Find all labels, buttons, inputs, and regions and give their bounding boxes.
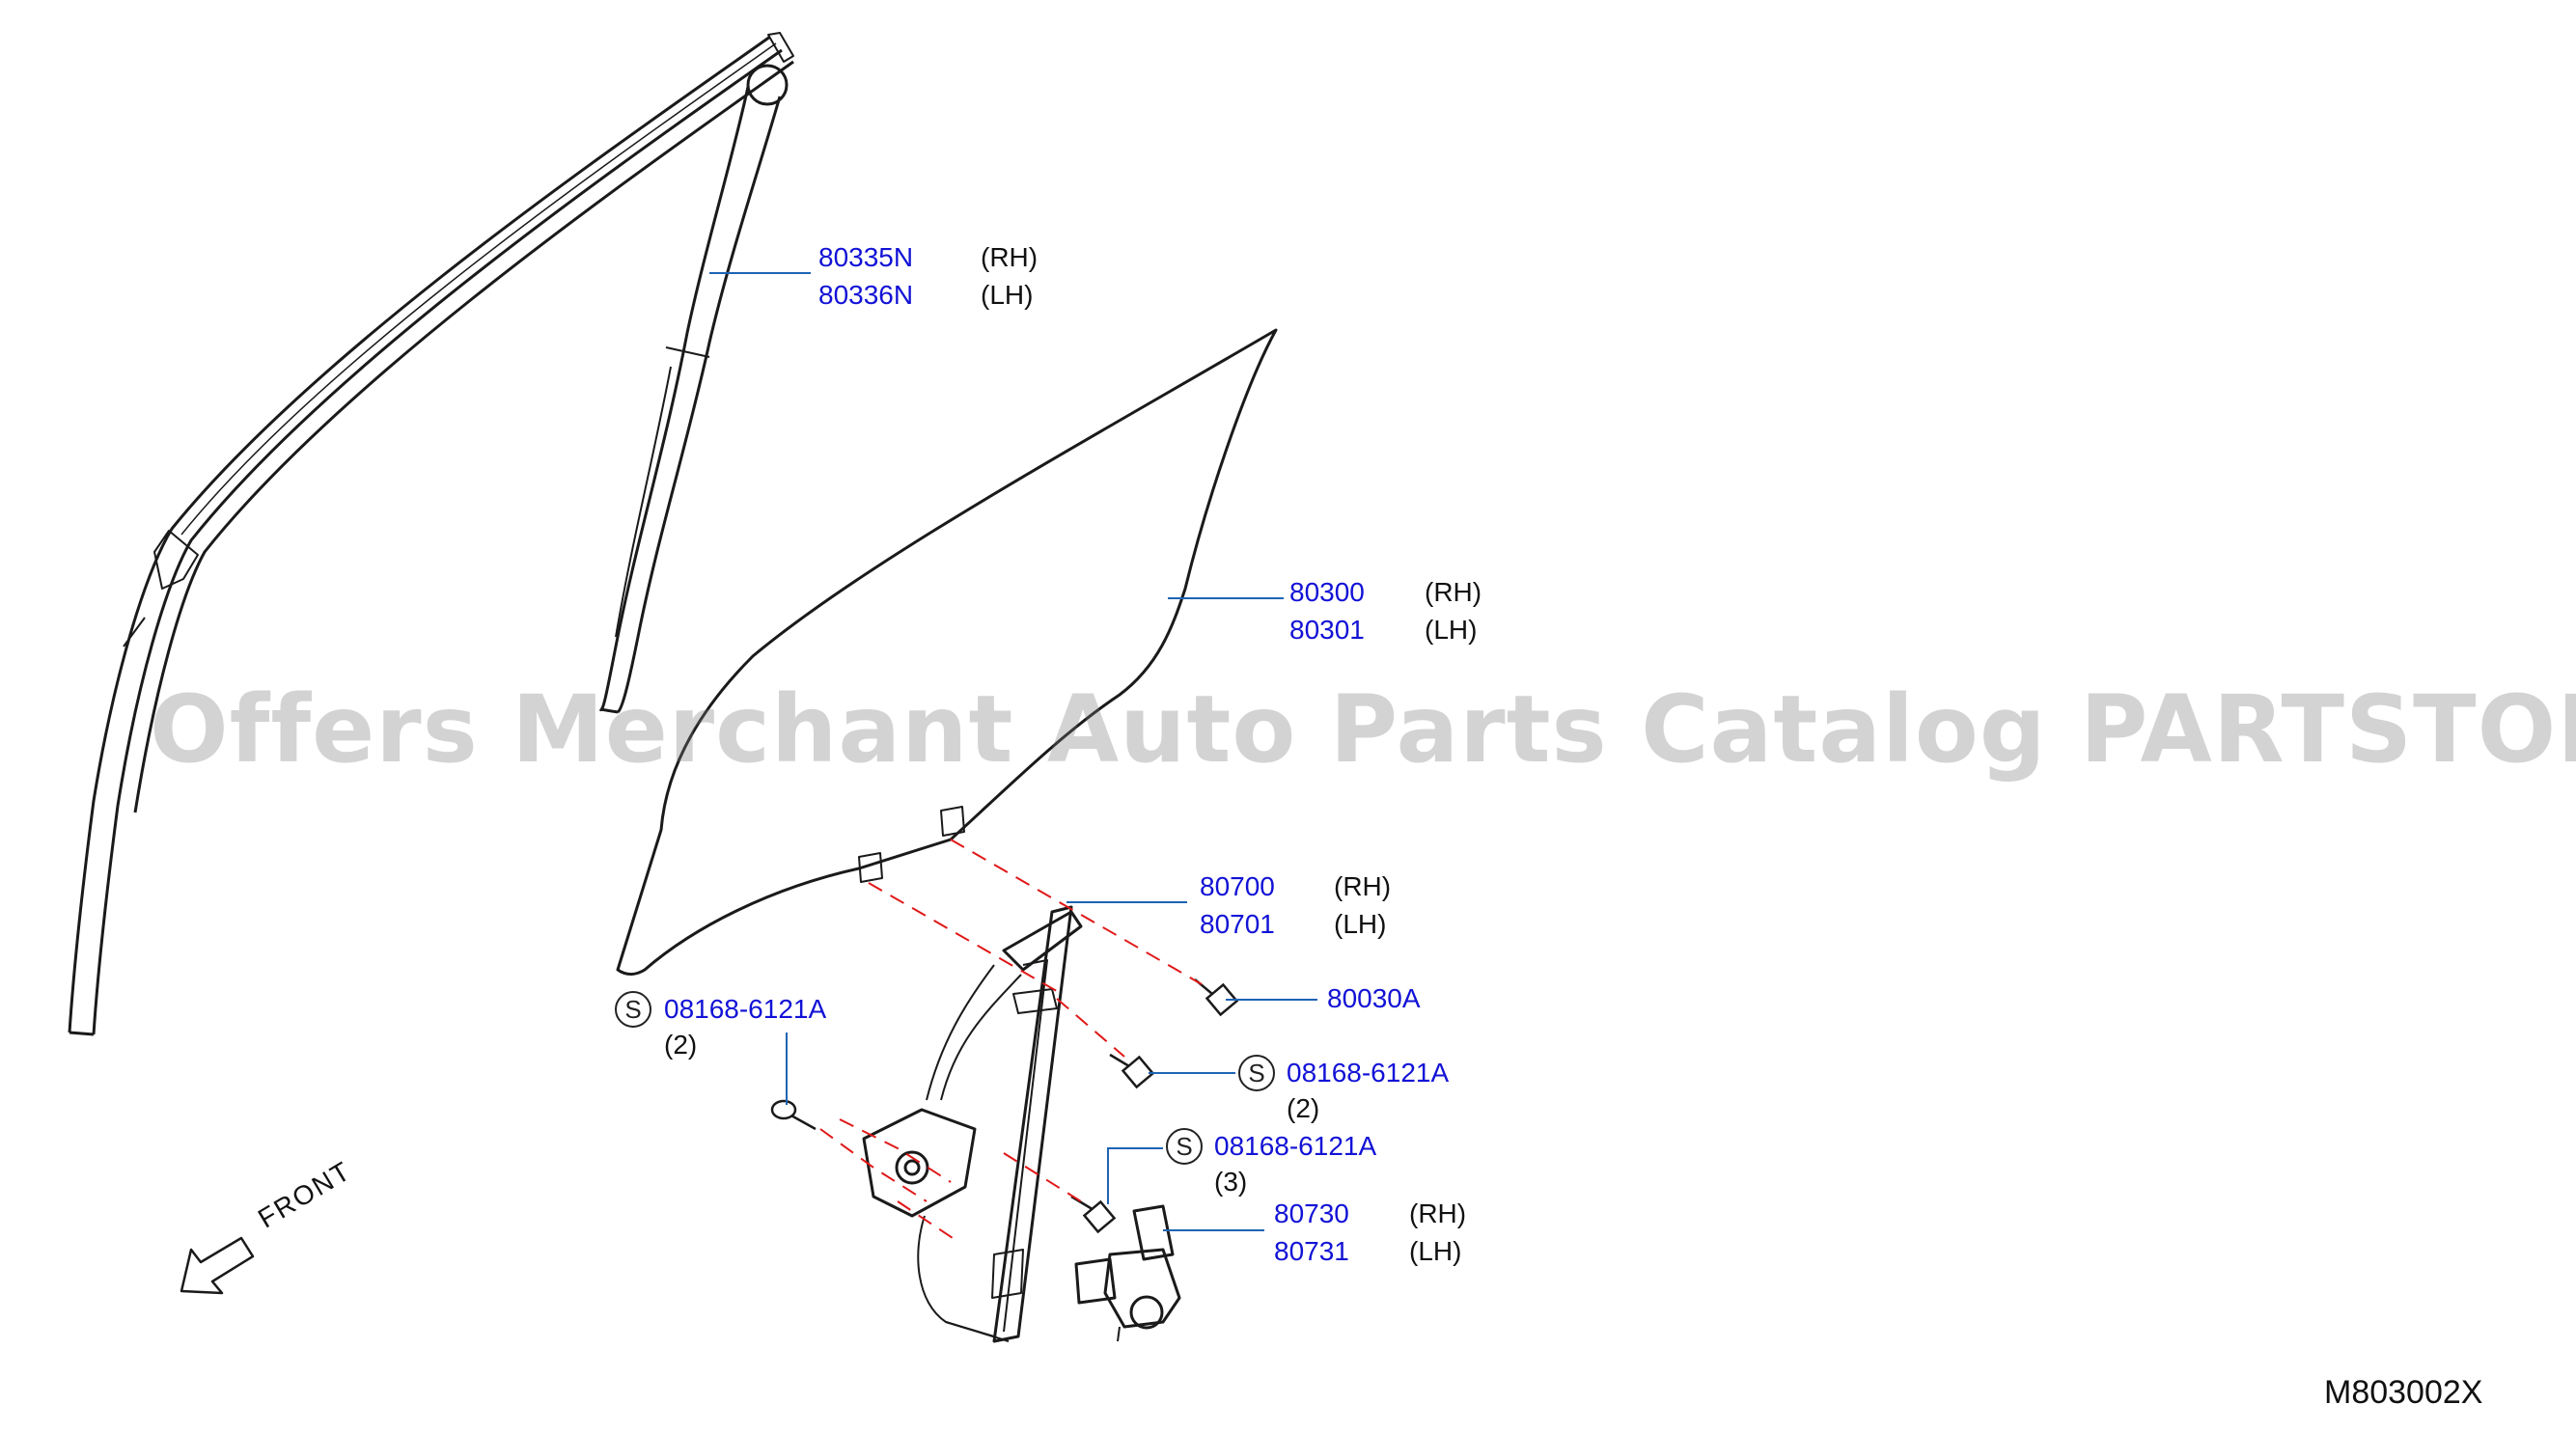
screw-08168-b bbox=[770, 1099, 817, 1131]
callout-80731[interactable]: 80731 bbox=[1274, 1236, 1349, 1266]
fasteners bbox=[770, 978, 1239, 1234]
callout-08168-6121a-right[interactable]: 08168-6121A bbox=[1287, 1058, 1450, 1088]
leader-lines bbox=[709, 272, 1317, 1231]
callout-80700[interactable]: 80700 bbox=[1200, 871, 1275, 901]
callout-80730[interactable]: 80730 bbox=[1274, 1198, 1349, 1228]
standard-part-badge: S bbox=[1166, 1128, 1203, 1165]
side-80301: (LH) bbox=[1425, 615, 1478, 645]
side-80730: (RH) bbox=[1409, 1198, 1467, 1228]
bolt-08168-a bbox=[1109, 1053, 1155, 1089]
callout-80336n[interactable]: 80336N bbox=[818, 280, 914, 310]
callout-08168-6121a-lower[interactable]: 08168-6121A bbox=[1214, 1131, 1377, 1161]
watermark: Offers Merchant Auto Parts Catalog PARTS… bbox=[150, 675, 2576, 784]
door-glass bbox=[616, 328, 1278, 976]
window-regulator bbox=[862, 905, 1083, 1343]
callout-08168-6121a-left[interactable]: 08168-6121A bbox=[664, 994, 827, 1024]
side-80336n: (LH) bbox=[981, 280, 1034, 310]
side-80300: (RH) bbox=[1425, 577, 1482, 607]
door-sash-channel bbox=[68, 32, 794, 1036]
qty-08168-6121a-right: (2) bbox=[1287, 1093, 1320, 1123]
side-80701: (LH) bbox=[1334, 909, 1387, 939]
side-80700: (RH) bbox=[1334, 871, 1392, 901]
callout-80301[interactable]: 80301 bbox=[1289, 615, 1365, 645]
qty-08168-6121a-lower: (3) bbox=[1214, 1167, 1248, 1197]
standard-part-badge: S bbox=[1238, 1055, 1275, 1091]
callout-80030a[interactable]: 80030A bbox=[1327, 983, 1421, 1013]
front-arrow-icon bbox=[180, 1236, 255, 1295]
callout-80335n[interactable]: 80335N bbox=[818, 242, 914, 272]
bolt-80030a bbox=[1194, 978, 1239, 1017]
qty-08168-6121a-left: (2) bbox=[664, 1030, 698, 1060]
standard-part-badge: S bbox=[615, 991, 651, 1028]
run-channel bbox=[598, 64, 789, 714]
callout-80701[interactable]: 80701 bbox=[1200, 909, 1275, 939]
regulator-motor bbox=[1074, 1204, 1181, 1342]
assembly-lines bbox=[819, 839, 1203, 1241]
diagram-code: M803002X bbox=[2324, 1374, 2483, 1411]
side-80335n: (RH) bbox=[981, 242, 1039, 272]
side-80731: (LH) bbox=[1409, 1236, 1462, 1266]
callout-80300[interactable]: 80300 bbox=[1289, 577, 1365, 607]
